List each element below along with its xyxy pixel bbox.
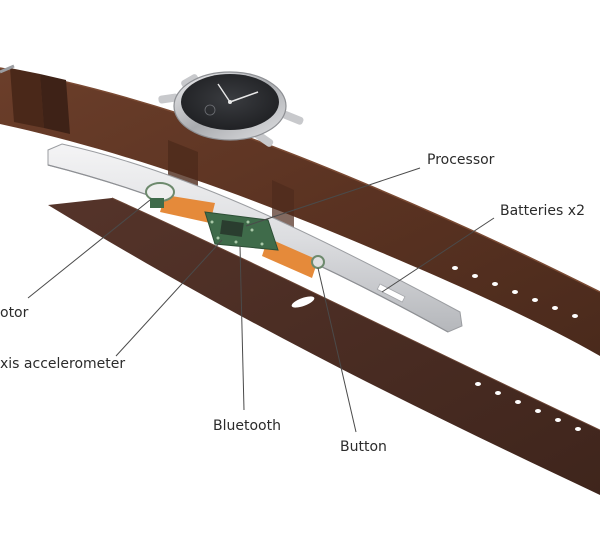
label-processor: Processor [427,152,495,168]
label-motor: otor [0,305,29,321]
motor-callout-line [27,199,151,299]
processor-callout-line [245,167,421,227]
button-callout-line [317,267,357,433]
accelerometer-callout-line [115,239,223,357]
under-strap-icon [48,197,600,495]
batteries-callout-line [381,217,495,293]
label-batteries: Batteries x2 [500,203,585,219]
label-bluetooth: Bluetooth [213,418,281,434]
watch-face-icon [158,71,304,147]
callout-lines [27,167,495,433]
label-accelerometer: xis accelerometer [0,356,126,372]
label-button: Button [340,439,387,455]
bluetooth-callout-line [239,245,245,411]
